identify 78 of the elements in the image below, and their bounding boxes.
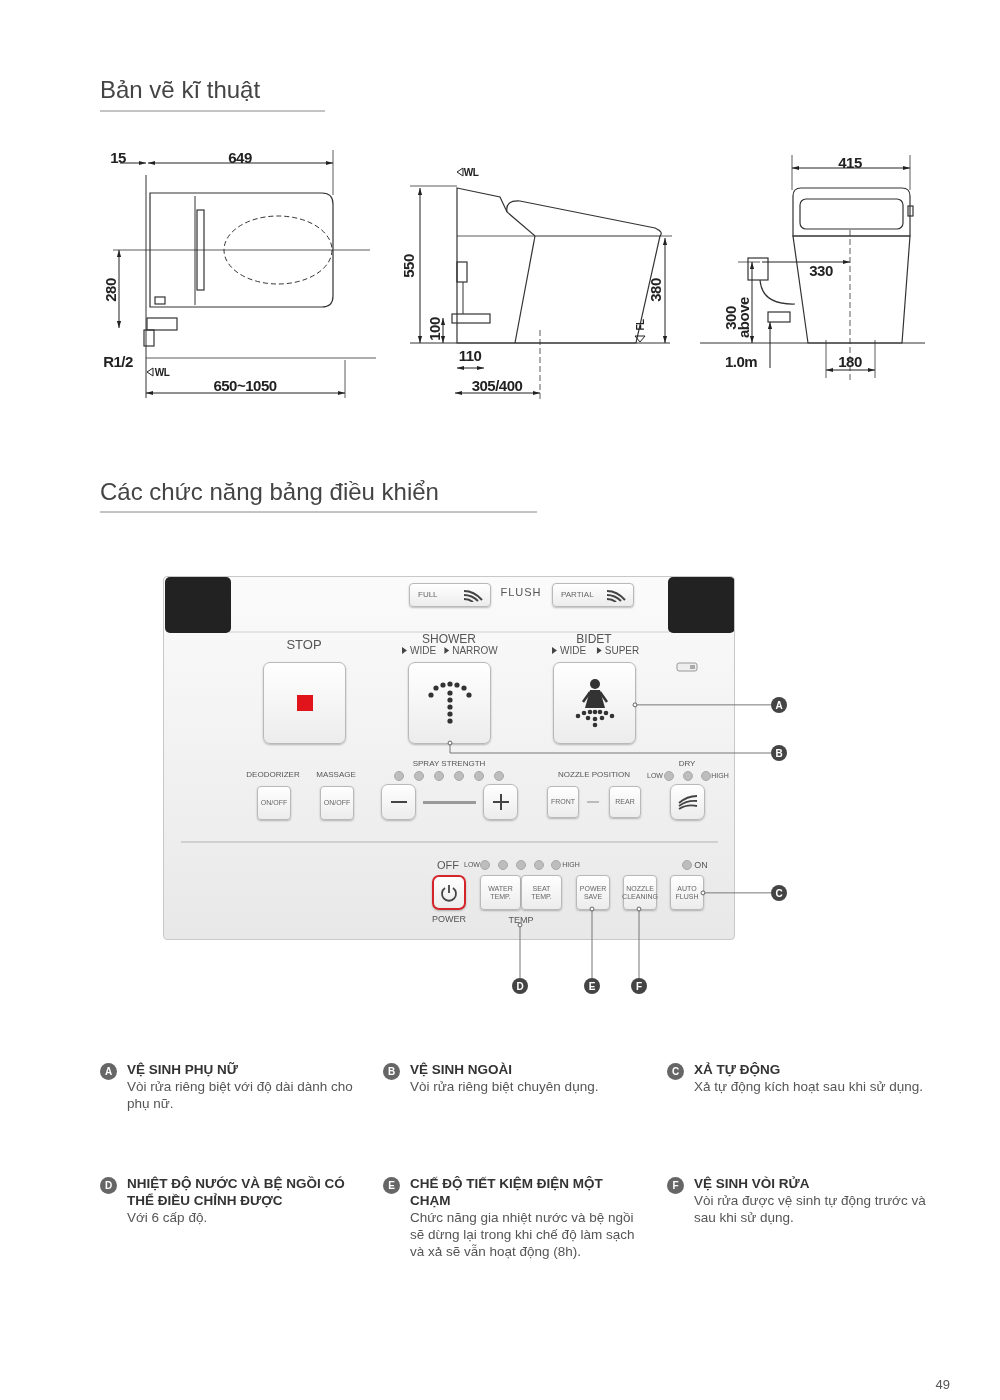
increase-button (483, 784, 518, 820)
mode-label: WIDE (559, 645, 587, 656)
callout-badge: B (383, 1063, 400, 1080)
dry-button (670, 784, 705, 820)
nozzle-position-label: NOZZLE POSITION (558, 770, 630, 779)
dimension-label: 180 (838, 352, 862, 370)
bidet-button (553, 662, 636, 744)
partial-flush-button: PARTIAL (552, 583, 634, 607)
dimension-label: 280 (101, 278, 119, 302)
control-panel (163, 576, 735, 940)
dry-label: DRY (678, 759, 696, 768)
dimension-label: 380 (646, 278, 664, 302)
item-heading: VỆ SINH NGOÀI (410, 1061, 513, 1078)
callout-badge: E (383, 1177, 400, 1194)
wall-line-label: WL (463, 166, 479, 178)
item-description: Chức năng gia nhiệt nước và bệ ngồi sẽ dừng lại trong khi chế độ làm sạch và xả sẽ vẫn hoạt động (8h). (410, 1209, 636, 1260)
shower-label: SHOWER (422, 632, 476, 646)
item-heading: XẢ TỰ ĐỘNG (694, 1061, 782, 1078)
callout-badge: F (631, 978, 647, 994)
item-description: Vòi rửa riêng biệt chuyên dụng. (410, 1078, 600, 1095)
pipe-size-label: R1/2 (103, 352, 133, 370)
leader-line (700, 890, 772, 896)
dimension-label: 110 (458, 346, 482, 364)
page-number: 49 (935, 1377, 950, 1392)
mode-label: WIDE (409, 645, 437, 656)
decrease-button (381, 784, 416, 820)
callout-badge: D (100, 1177, 117, 1194)
dimension-label: 300 above (724, 298, 750, 338)
dimension-label: 650~1050 (213, 376, 277, 394)
stop-label: STOP (286, 637, 322, 652)
mode-label: NARROW (452, 645, 498, 656)
spray-strength-label: SPRAY STRENGTH (412, 759, 486, 768)
leader-line (447, 740, 772, 754)
leader-line (632, 702, 772, 708)
item-description: Vòi rửa được vệ sinh tự động trước và sau khi sử dụng. (694, 1192, 927, 1226)
leader-line (589, 906, 595, 979)
dimension-label: 649 (228, 148, 252, 166)
dimension-label: 305/400 (471, 376, 523, 394)
on-label: ON (694, 860, 708, 870)
massage-label: MASSAGE (316, 770, 356, 779)
full-flush-button: FULL (409, 583, 491, 607)
dimension-label: 15 (110, 148, 126, 166)
stop-button (263, 662, 346, 744)
callout-badge: F (667, 1177, 684, 1194)
callout-badge: E (584, 978, 600, 994)
power-button (432, 875, 466, 910)
dimension-label: 550 (399, 254, 417, 278)
callout-badge: D (512, 978, 528, 994)
item-heading: VỆ SINH PHỤ NỮ (127, 1061, 239, 1078)
leader-line (636, 906, 642, 979)
wall-line-label: WL (154, 366, 170, 378)
callout-badge: A (100, 1063, 117, 1080)
floor-line-label: FL (634, 319, 646, 331)
temp-label: TEMP (504, 914, 538, 926)
callout-badge: C (667, 1063, 684, 1080)
item-description: Với 6 cấp độ. (127, 1209, 209, 1226)
item-description: Xả tự động kích hoạt sau khi sử dụng. (694, 1078, 924, 1095)
dimension-label: 330 (809, 261, 833, 279)
power-label: POWER (432, 914, 466, 924)
section-heading: Các chức năng bảng điều khiển (100, 478, 439, 506)
dimension-label: 100 (425, 317, 443, 341)
item-heading: VỆ SINH VÒI RỬA (694, 1175, 811, 1192)
dimension-label: 1.0m (724, 352, 758, 370)
item-heading: NHIỆT ĐỘ NƯỚC VÀ BỆ NGỒI CÓ THỂ ĐIỀU CHỈNH ĐƯỢC (127, 1175, 346, 1209)
bidet-label: BIDET (576, 632, 612, 646)
flush-label: FLUSH (500, 586, 542, 598)
shower-button (408, 662, 491, 744)
mode-label: SUPER (604, 645, 640, 656)
item-heading: CHẾ ĐỘ TIẾT KIỆM ĐIỆN MỘT CHẠM (410, 1175, 604, 1209)
leader-line (517, 922, 523, 979)
callout-badge: B (771, 745, 787, 761)
dimension-label: 415 (838, 153, 862, 171)
deodorizer-label: DEODORIZER (246, 770, 300, 779)
callout-badge: C (771, 885, 787, 901)
item-description: Vòi rửa riêng biệt với độ dài dành cho phụ nữ. (127, 1078, 354, 1112)
section-heading: Bản vẽ kĩ thuật (100, 76, 261, 104)
callout-badge: A (771, 697, 787, 713)
off-label: OFF (437, 859, 459, 871)
